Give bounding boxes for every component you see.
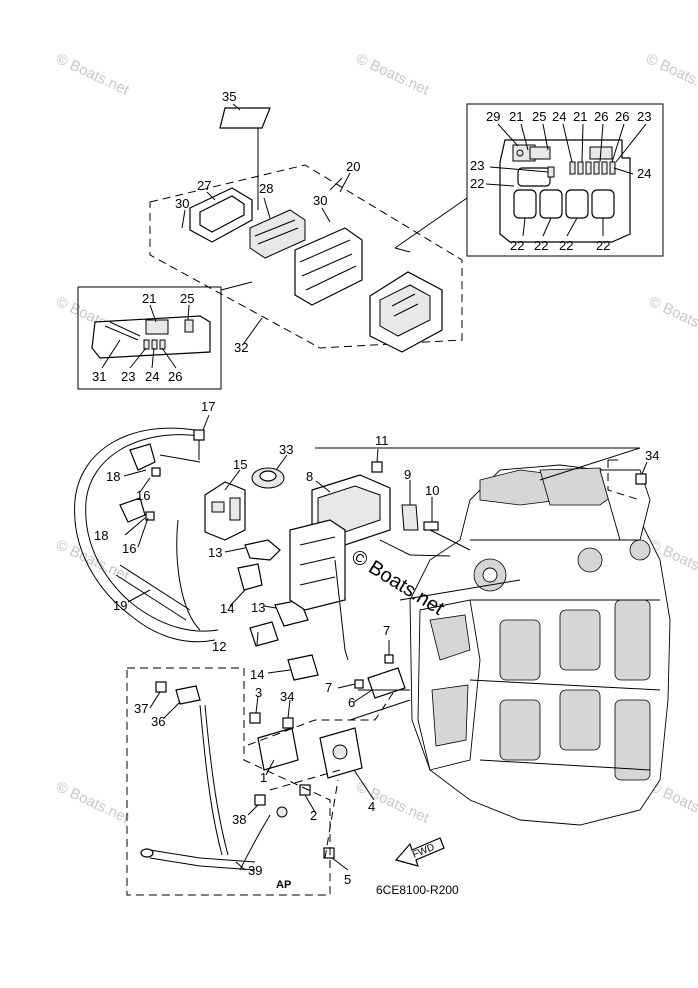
callout-34: 34: [645, 448, 659, 463]
callout-13: 13: [251, 600, 265, 615]
engine-block: [409, 464, 671, 826]
callout-8: 8: [306, 469, 313, 484]
callout-12: 12: [212, 639, 226, 654]
inset-label: 21: [509, 109, 523, 124]
callout-16: 16: [136, 488, 150, 503]
inset-left-detail: 21 25 31 23 24 26: [77, 281, 253, 390]
callout-17: 17: [201, 399, 215, 414]
callout-label: 21: [142, 291, 156, 306]
ap-label: AP: [276, 879, 291, 891]
callout-9: 9: [404, 467, 411, 482]
callout-38: 38: [232, 812, 246, 827]
callout-36: 36: [151, 714, 165, 729]
callout-34: 34: [280, 689, 294, 704]
callout-16: 16: [122, 541, 136, 556]
inset-label: 23: [637, 109, 651, 124]
callout-14: 14: [220, 601, 234, 616]
watermark: © Boats.net: [643, 50, 698, 99]
watermark: © Boats.net: [53, 778, 132, 827]
inset-label: 22: [510, 238, 524, 253]
callout-labels: 35 20 27 28 30 30 32 17 33 11 15 8 9 18 …: [94, 89, 659, 897]
ecm-group: [149, 107, 463, 353]
inset-label: 24: [552, 109, 566, 124]
wiring-harness: [74, 427, 439, 859]
callout-32: 32: [234, 340, 248, 355]
callout-35: 35: [222, 89, 236, 104]
callout-7: 7: [383, 623, 390, 638]
inset-label: 21: [573, 109, 587, 124]
callout-11: 11: [375, 433, 389, 448]
callout-10: 10: [425, 483, 439, 498]
inset-label: 24: [637, 166, 651, 181]
inset-label: 25: [532, 109, 546, 124]
callout-label: 31: [92, 369, 106, 384]
callout-label: 25: [180, 291, 194, 306]
inset-label: 26: [615, 109, 629, 124]
callout-28: 28: [259, 181, 273, 196]
inset-label: 22: [534, 238, 548, 253]
watermark: © Boats.net: [353, 50, 432, 99]
leader: [315, 447, 641, 481]
callout-37: 37: [134, 701, 148, 716]
inset-label: 26: [594, 109, 608, 124]
callout-18: 18: [94, 528, 108, 543]
inset-label: 22: [470, 176, 484, 191]
callout-30: 30: [313, 193, 327, 208]
callout-leaders: [123, 103, 648, 871]
callout-label: 23: [121, 369, 135, 384]
callout-1: 1: [260, 770, 267, 785]
callout-3: 3: [255, 685, 262, 700]
inset-label: 22: [559, 238, 573, 253]
inset-leader: [394, 197, 468, 249]
watermark: © Boats.net: [646, 293, 698, 342]
callout-7: 7: [325, 680, 332, 695]
callout-39: 39: [248, 863, 262, 878]
fwd-arrow: FWD: [394, 837, 445, 867]
callout-4: 4: [368, 799, 375, 814]
drawing-code: 6CE8100-R200: [376, 883, 459, 897]
inset-label: 29: [486, 109, 500, 124]
callout-5: 5: [344, 872, 351, 887]
callout-20: 20: [346, 159, 360, 174]
callout-label: 26: [168, 369, 182, 384]
fwd-label: FWD: [411, 842, 436, 861]
watermark: © Boats.net: [53, 50, 132, 99]
callout-13: 13: [208, 545, 222, 560]
callout-2: 2: [310, 808, 317, 823]
callout-6: 6: [348, 695, 355, 710]
callout-33: 33: [279, 442, 293, 457]
callout-18: 18: [106, 469, 120, 484]
callout-30: 30: [175, 196, 189, 211]
inset-label: 22: [596, 238, 610, 253]
inset-label: 23: [470, 158, 484, 173]
callout-label: 24: [145, 369, 159, 384]
ap-group: [126, 667, 331, 896]
inset-connector-detail: 29 21 25 24 21 26 26 23 23 22 24 22 22 2…: [466, 103, 664, 257]
callout-27: 27: [197, 178, 211, 193]
watermark: © Boats.net: [353, 778, 432, 827]
callout-19: 19: [113, 598, 127, 613]
callout-15: 15: [233, 457, 247, 472]
callout-14: 14: [250, 667, 264, 682]
